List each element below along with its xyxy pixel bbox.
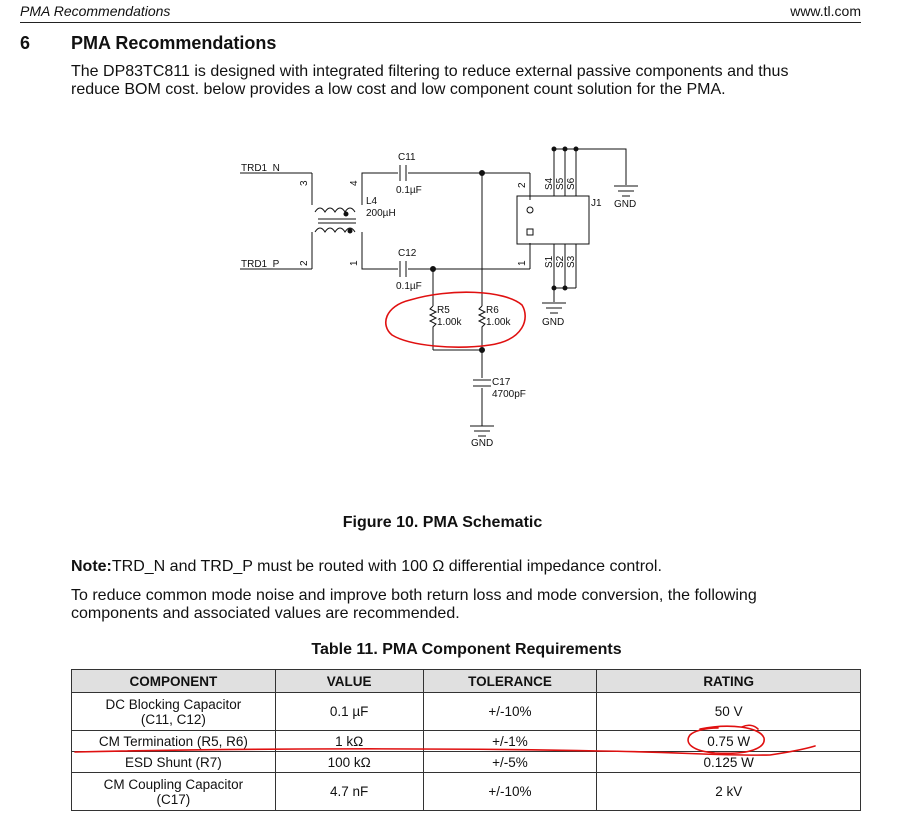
gnd-label-j1-top: GND [614, 199, 636, 210]
page-header: PMA Recommendations www.tl.com [20, 2, 861, 23]
table-row: CM Coupling Capacitor(C17) 4.7 nF +/-10%… [71, 772, 861, 811]
para2-line-1: To reduce common mode noise and improve … [71, 587, 757, 604]
pin4-label: 4 [349, 180, 360, 186]
pma-requirements-table: COMPONENT VALUE TOLERANCE RATING DC Bloc… [71, 669, 861, 811]
col-header-value: VALUE [274, 669, 424, 693]
cell-component: ESD Shunt (R7) [71, 751, 276, 773]
s4-label: S4 [544, 177, 555, 190]
para2-line-2: components and associated values are rec… [71, 605, 460, 622]
component-line-1: CM Coupling Capacitor [103, 776, 244, 792]
table-row: CM Termination (R5, R6) 1 kΩ +/-1% 0.75 … [71, 730, 861, 752]
j1-ref: J1 [591, 198, 602, 209]
j1-pin2-label: 2 [517, 182, 528, 188]
cell-tolerance: +/-5% [422, 751, 598, 773]
trd1-p-label: TRD1_P [241, 259, 280, 270]
r5-value: 1.00k [437, 317, 462, 328]
gnd-label-c17: GND [471, 438, 493, 449]
c17-ref: C17 [492, 377, 511, 388]
c17-value: 4700pF [492, 389, 526, 400]
header-site[interactable]: www.tl.com [790, 3, 861, 19]
cell-value: 100 kΩ [274, 751, 424, 773]
cell-rating: 2 kV [596, 772, 861, 811]
intro-paragraph: The DP83TC811 is designed with integrate… [71, 63, 841, 99]
cell-rating: 0.125 W [596, 751, 861, 773]
s6-label: S6 [566, 177, 577, 190]
r5-ref: R5 [437, 305, 450, 316]
s1-label: S1 [544, 255, 555, 268]
note-paragraph: Note:TRD_N and TRD_P must be routed with… [71, 558, 841, 576]
cell-tolerance: +/-1% [422, 730, 598, 752]
col-header-component: COMPONENT [71, 669, 276, 693]
figure-caption: Figure 10. PMA Schematic [342, 514, 543, 531]
note-label: Note: [71, 558, 112, 575]
pma-schematic: TRD1_N TRD1_P 3 2 4 1 L4 200µH C11 0.1µF… [240, 146, 638, 449]
r5-resistor [428, 305, 438, 350]
r6-resistor [477, 305, 487, 350]
component-line-1: DC Blocking Capacitor [105, 696, 242, 712]
cell-tolerance: +/-10% [422, 772, 598, 811]
gnd-label-j1-bottom: GND [542, 317, 564, 328]
cell-value: 0.1 µF [274, 692, 424, 731]
table-row: ESD Shunt (R7) 100 kΩ +/-5% 0.125 W [71, 751, 861, 773]
l4-value: 200µH [366, 208, 396, 219]
trd1-n-label: TRD1_N [241, 163, 280, 174]
c12-ref: C12 [398, 248, 417, 259]
pin3-label: 3 [299, 180, 310, 186]
cell-component: CM Coupling Capacitor(C17) [71, 772, 276, 811]
section-number: 6 [20, 33, 31, 53]
l4-ref: L4 [366, 196, 378, 207]
cell-component: DC Blocking Capacitor(C11, C12) [71, 692, 276, 731]
s5-label: S5 [555, 177, 566, 190]
intro-line-1: The DP83TC811 is designed with integrate… [71, 63, 789, 80]
table-header-row: COMPONENT VALUE TOLERANCE RATING [71, 669, 861, 693]
coil-top [314, 207, 356, 213]
c11-value: 0.1µF [396, 185, 422, 196]
cell-tolerance: +/-10% [422, 692, 598, 731]
cell-rating: 0.75 W [596, 730, 861, 752]
intro-line-2: reduce BOM cost. below provides a low co… [71, 81, 726, 98]
cell-rating: 50 V [596, 692, 861, 731]
r6-value: 1.00k [486, 317, 511, 328]
header-section-name: PMA Recommendations [20, 3, 171, 19]
table-caption: Table 11. PMA Component Requirements [311, 641, 622, 658]
section-title: PMA Recommendations [71, 33, 277, 53]
pin2-label: 2 [299, 260, 310, 266]
s3-label: S3 [566, 255, 577, 268]
pin1-label: 1 [349, 260, 360, 266]
c12-value: 0.1µF [396, 281, 422, 292]
cell-value: 1 kΩ [274, 730, 424, 752]
col-header-rating: RATING [596, 669, 861, 693]
component-line-2: (C17) [156, 791, 191, 807]
component-line-2: (C11, C12) [140, 711, 206, 727]
s2-label: S2 [555, 255, 566, 268]
coil-bottom [314, 227, 356, 233]
col-header-tolerance: TOLERANCE [422, 669, 598, 693]
cell-component: CM Termination (R5, R6) [71, 730, 276, 752]
table-row: DC Blocking Capacitor(C11, C12) 0.1 µF +… [71, 692, 861, 731]
j1-connector [516, 195, 590, 245]
recommendation-paragraph: To reduce common mode noise and improve … [71, 587, 841, 623]
c11-ref: C11 [398, 152, 416, 163]
cell-value: 4.7 nF [274, 772, 424, 811]
r6-ref: R6 [486, 305, 499, 316]
j1-pin1-label: 1 [517, 260, 528, 266]
note-text: TRD_N and TRD_P must be routed with 100 … [111, 558, 662, 575]
